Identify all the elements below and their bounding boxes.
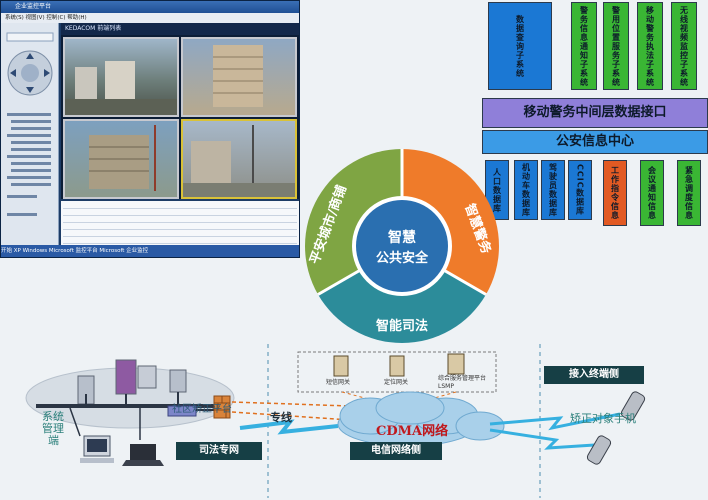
info-work-order: 工作指令信息 <box>603 160 627 226</box>
system-label-2: 管理 <box>42 422 64 435</box>
db-ccic: CCIC数据库 <box>568 160 592 220</box>
smart-safety-ring: 智慧 公共安全 平安城市/商铺 智慧警务 智能司法 <box>305 149 499 343</box>
server-label-sms: 短信网关 <box>326 379 351 386</box>
laptop-icon <box>122 444 164 466</box>
alarm-table <box>61 201 299 245</box>
info-meeting: 会议通知信息 <box>640 160 664 226</box>
network-diagram <box>25 344 646 498</box>
server-icon <box>77 359 187 405</box>
server-label-location: 定位网关 <box>384 379 409 386</box>
section-justice-network: 司法专网 <box>176 442 262 460</box>
subsystem-enforcement: 移动警务执法子系统 <box>637 2 663 90</box>
cdma-cloud <box>337 391 505 447</box>
ring-center-line-2: 公共安全 <box>376 250 429 266</box>
subsystem-location: 警用位置服务子系统 <box>603 2 629 90</box>
video-feed-4[interactable] <box>181 119 297 199</box>
db-vehicle: 机动车数据库 <box>514 160 538 220</box>
device-header: KEDACOM 前端列表 <box>61 23 299 35</box>
ring-label-bottom: 智能司法 <box>376 318 428 334</box>
info-center-bar: 公安信息中心 <box>482 130 708 154</box>
ring-center <box>356 200 448 292</box>
middleware-interface-bar: 移动警务中间层数据接口 <box>482 98 708 128</box>
ring-center-line-1: 智慧 <box>387 229 416 246</box>
video-grid <box>61 35 299 199</box>
window-title: 企业监控平台 <box>1 1 299 13</box>
window-menu: 系统(S) 视图(V) 控制(C) 帮助(H) <box>1 13 299 23</box>
taskbar: 开始 XP Windows Microsoft 监控平台 Microsoft 企… <box>1 245 299 257</box>
system-label-3: 端 <box>48 434 59 447</box>
ptz-control-icon <box>6 32 54 216</box>
video-feed-2[interactable] <box>181 37 297 117</box>
phones-label: 矫正对象手机 <box>570 412 636 425</box>
monitoring-software-screenshot: 企业监控平台 系统(S) 视图(V) 控制(C) 帮助(H) KEDACOM 前… <box>0 0 300 258</box>
mobile-phone-icon <box>586 391 646 465</box>
desktop-computer-icon <box>80 435 114 463</box>
subsystem-data-query: 数据查询子系统 <box>488 2 552 90</box>
video-feed-1[interactable] <box>63 37 179 117</box>
platform-label: 社区矫正平台 <box>172 404 232 415</box>
system-label-1: 系统 <box>42 410 64 423</box>
line-label: 专线 <box>270 411 292 424</box>
db-driver: 驾驶员数据库 <box>541 160 565 220</box>
info-emergency: 紧急调度信息 <box>677 160 701 226</box>
subsystem-video: 无线视频监控子系统 <box>671 2 697 90</box>
server-label-platform: 综合服务管理平台LSMP <box>438 375 487 390</box>
gateway-server-icon <box>333 353 465 377</box>
cdma-label: CDMA网络 <box>376 424 449 439</box>
subsystem-notice: 警务信息通知子系统 <box>571 2 597 90</box>
video-feed-3[interactable] <box>63 119 179 199</box>
section-telecom-network: 电信网络侧 <box>350 442 442 460</box>
control-panel <box>1 23 59 245</box>
section-terminal-access: 接入终端侧 <box>544 366 644 384</box>
firewall-icon <box>213 395 231 419</box>
